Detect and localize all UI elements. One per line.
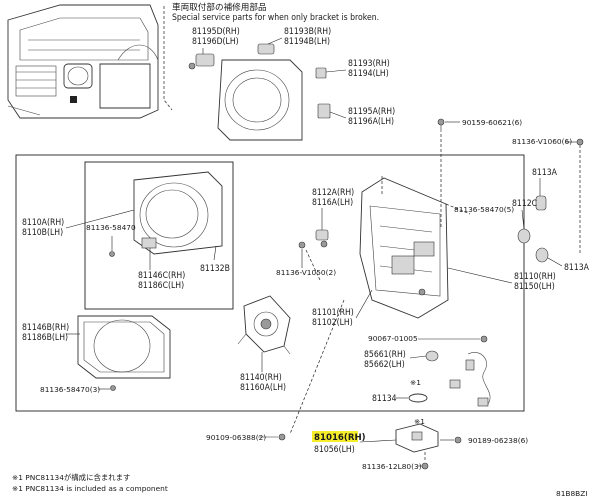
main-assembly-frame: [15, 154, 525, 412]
label-81016-highlighted: 81016(RH): [314, 433, 366, 443]
bulb-8112c-icon: [517, 228, 531, 244]
bezel-81146b-illustration: [77, 315, 171, 379]
bracket-81195a-icon: [317, 103, 331, 119]
label-90109: 90109-06388(2): [206, 433, 266, 442]
label-81136-12l80: 81136-12L80(3): [362, 462, 422, 471]
label-81056: 81056(LH): [314, 445, 355, 455]
label-8112a: 8112A(RH): [312, 188, 354, 198]
label-81193b: 81193B(RH): [284, 27, 331, 37]
bracket-81193-icon: [315, 67, 327, 79]
bolt-90159-icon: [437, 118, 445, 132]
label-81146b: 81146B(RH): [22, 323, 69, 333]
footnote-japanese: ※1 PNC81134が構成に含まれます: [12, 473, 130, 482]
seal-8113a-right-icon: [535, 247, 549, 263]
headlamp-8110a-illustration: [133, 171, 223, 255]
label-8116a: 8116A(LH): [312, 198, 353, 208]
seal-8113a-top-icon: [535, 195, 547, 211]
nut-81136-v1060-icon: [576, 138, 584, 146]
lamp-unit-81140-illustration: [237, 295, 291, 355]
ecu-81016-illustration: [395, 423, 439, 453]
label-81150: 81150(LH): [514, 282, 555, 292]
label-81134: 81134: [372, 394, 397, 404]
label-81146c: 81146C(RH): [138, 271, 185, 281]
label-81132b: 81132B: [200, 264, 230, 274]
screw-81136-58470-inset-icon: [109, 251, 115, 257]
label-8113a-right: 8113A: [564, 263, 590, 273]
label-90159: 90159-60621(6): [462, 118, 522, 127]
bolt-90189-icon: [454, 436, 462, 444]
bolt-90067-icon: [480, 335, 488, 343]
inset-lamp-box: [84, 161, 234, 310]
label-81136-v1050: 81136-V1050(2): [276, 268, 336, 277]
bracket-81195d-icon: [188, 53, 215, 70]
label-81186c: 81186C(LH): [138, 281, 184, 291]
label-90067: 90067-01005: [368, 334, 418, 343]
bracket-81193b-icon: [257, 43, 275, 55]
label-81110: 81110(RH): [514, 272, 556, 282]
label-81136-58470-5: 81136-58470(5): [454, 205, 514, 214]
label-8110a: 8110A(RH): [22, 218, 64, 228]
screw-90109-icon: [278, 433, 286, 441]
label-81140: 81140(RH): [240, 373, 282, 383]
vehicle-front-illustration: [7, 4, 159, 119]
label-81194b: 81194B(LH): [284, 37, 330, 47]
mark-1a: ※1: [410, 378, 421, 387]
gasket-81134-icon: [408, 393, 428, 403]
label-81102: 81102(LH): [312, 318, 353, 328]
harness-85661-illustration: [449, 352, 491, 407]
screw-81136-v1050-icon: [298, 241, 306, 249]
label-81195d: 81195D(RH): [192, 27, 240, 37]
label-81101: 81101(RH): [312, 308, 354, 318]
headlamp-unit-top: [217, 59, 303, 141]
label-81136-58470: 81136-58470: [86, 223, 136, 232]
label-81160a: 81160A(LH): [240, 383, 286, 393]
label-81193: 81193(RH): [348, 59, 390, 69]
screw-81136-58470-3-icon: [110, 385, 116, 391]
part-8112a-icon: [315, 229, 329, 248]
diagram-id: 81B8BZI: [556, 489, 588, 498]
label-8110b: 8110B(LH): [22, 228, 63, 238]
label-81196d: 81196D(LH): [192, 37, 239, 47]
label-85662: 85662(LH): [364, 360, 405, 370]
label-81196a: 81196A(LH): [348, 117, 394, 127]
socket-85661-icon: [425, 350, 439, 362]
label-8112c: 8112C: [512, 199, 537, 209]
mark-1b: ※1: [414, 417, 425, 426]
header-japanese: 車両取付部の補修用部品: [172, 1, 267, 13]
header-english: Special service parts for when only brac…: [172, 13, 379, 23]
screw-81136-12l80-icon: [421, 462, 429, 470]
label-81136-v1060: 81136-V1060(6): [512, 137, 572, 146]
footnote-english: ※1 PNC81134 is included as a component: [12, 484, 168, 493]
label-90189: 90189-06238(6): [468, 436, 528, 445]
label-85661: 85661(RH): [364, 350, 406, 360]
label-81186b: 81186B(LH): [22, 333, 68, 343]
label-8113a-top: 8113A: [532, 168, 558, 178]
label-81194: 81194(LH): [348, 69, 389, 79]
label-81136-58470-3: 81136-58470(3): [40, 385, 100, 394]
headlamp-housing-81110-illustration: [359, 177, 449, 319]
label-81195a: 81195A(RH): [348, 107, 395, 117]
